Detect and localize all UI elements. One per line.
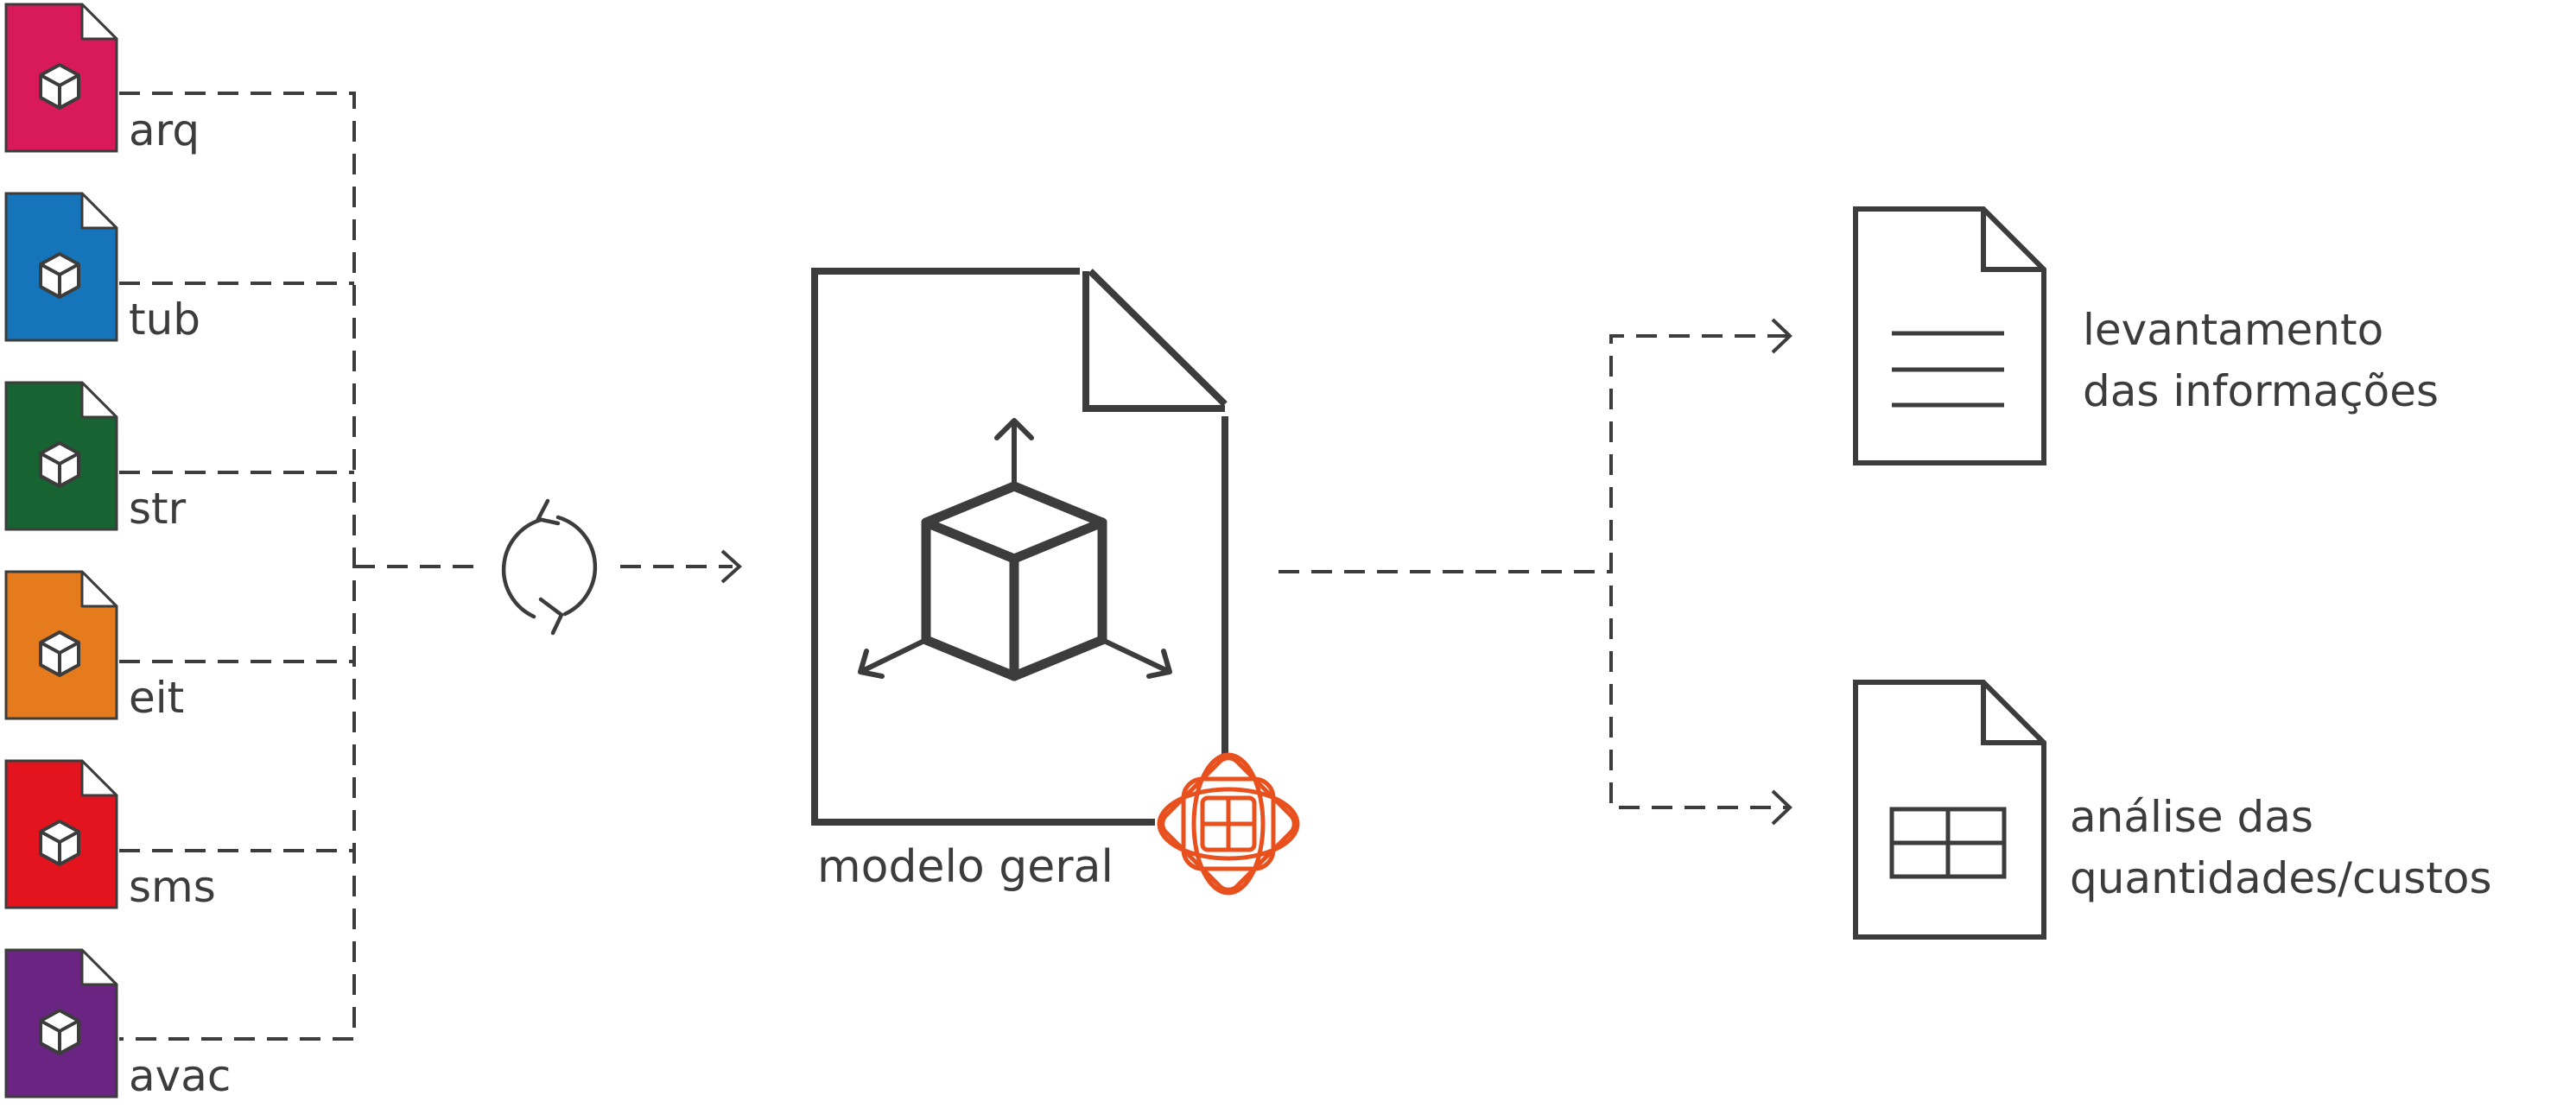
logo-icon — [1157, 752, 1300, 896]
arrow-to-output-1 — [1771, 318, 1792, 354]
cube-icon — [39, 630, 80, 677]
source-file-label: str — [129, 484, 187, 534]
cube-icon — [39, 252, 80, 299]
central-model-label: modelo geral — [817, 841, 1114, 893]
file-fold — [80, 3, 118, 41]
file-fold — [80, 381, 118, 419]
arrow-to-model — [720, 549, 742, 584]
file-fold — [80, 192, 118, 230]
source-connectors — [119, 92, 733, 1041]
source-file-list: arq tub str eit sms avac — [4, 3, 231, 1101]
source-file-label: tub — [129, 294, 200, 345]
cube-icon — [39, 441, 80, 488]
output-1-label-line-1: levantamento — [2083, 305, 2383, 355]
output-1-label: levantamento das informações — [2083, 305, 2439, 416]
text-document-icon — [1853, 206, 2046, 465]
source-file-tub: tub — [4, 192, 200, 345]
file-fold — [80, 948, 118, 986]
source-file-label: avac — [129, 1051, 231, 1101]
source-file-label: eit — [129, 673, 184, 723]
source-file-eit: eit — [4, 570, 184, 723]
table-document-icon — [1853, 680, 2046, 940]
source-file-avac: avac — [4, 948, 231, 1101]
source-file-str: str — [4, 381, 187, 534]
source-file-label: arq — [129, 105, 200, 155]
output-2-label: análise das quantidades/custos — [2070, 792, 2492, 903]
3d-cube-axes-icon — [858, 418, 1172, 681]
file-fold — [80, 570, 118, 608]
source-file-sms: sms — [4, 759, 216, 912]
source-file-arq: arq — [4, 3, 200, 155]
output-2-label-line-1: análise das — [2070, 792, 2313, 842]
cube-icon — [39, 63, 80, 110]
output-2-label-line-2: quantidades/custos — [2070, 853, 2492, 903]
source-file-label: sms — [129, 862, 216, 912]
cube-icon — [39, 820, 80, 866]
output-1-label-line-2: das informações — [2083, 366, 2439, 416]
central-model-document — [811, 268, 1228, 826]
arrow-to-output-2 — [1771, 789, 1792, 826]
cube-icon — [39, 1009, 80, 1055]
sync-icon — [501, 498, 598, 636]
file-fold — [80, 759, 118, 797]
output-connectors — [1278, 334, 1788, 809]
